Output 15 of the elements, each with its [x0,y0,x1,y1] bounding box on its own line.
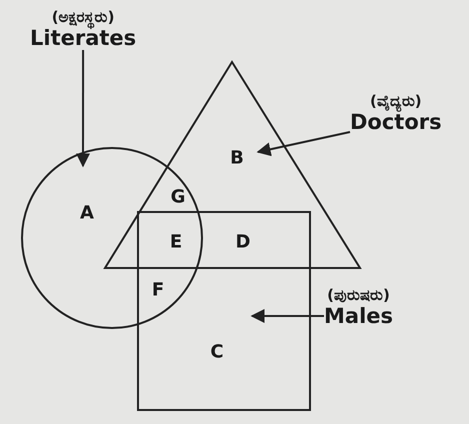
text-label: (ಅಕ್ಷರಸ್ಥರು) Literates [30,8,136,50]
square-outline [137,211,311,411]
region-label: C [210,342,224,362]
arrow [256,131,350,156]
region-label: D [236,232,250,252]
circle-outline [21,147,203,329]
arrow [250,309,324,323]
region-label: F [152,280,164,300]
text-label: (ವೈದ್ಯರು) Doctors [350,92,442,134]
text-label: (ಪುರುಷರು) Males [324,286,394,328]
region-label: A [80,202,94,224]
region-label: E [170,232,182,252]
arrow [76,50,90,168]
region-label: G [170,186,186,208]
region-label: B [230,148,244,168]
